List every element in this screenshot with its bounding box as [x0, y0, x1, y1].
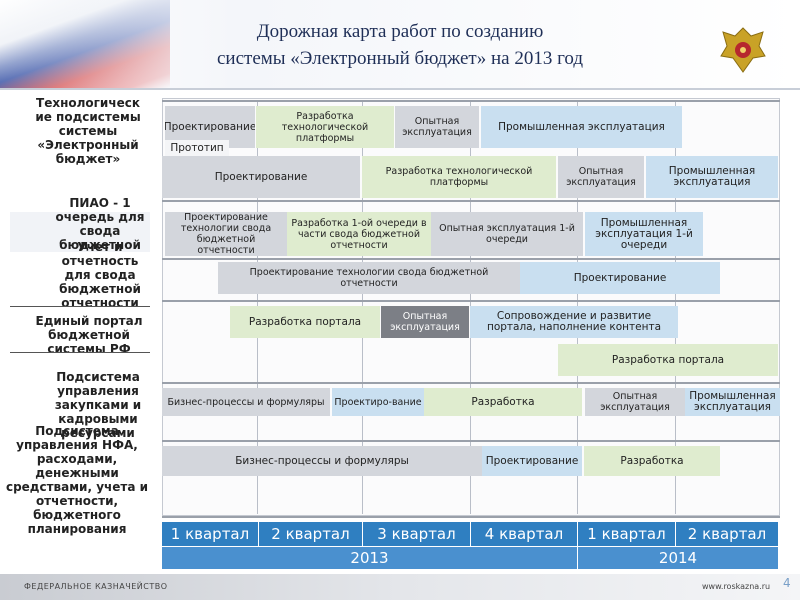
- bar-design: Проектирование: [162, 156, 360, 198]
- quarter-label: 2 квартал: [676, 522, 778, 546]
- label-piao: ПИАО - 1 очередь для свода бюджетной: [55, 196, 145, 252]
- bar-platform-dev: Разработка технологической платформы: [362, 156, 556, 198]
- label-divider: [10, 306, 150, 307]
- quarter-label: 4 квартал: [471, 522, 577, 546]
- label-procurement: Подсистема управления закупками и кадров…: [54, 370, 142, 440]
- bar-development: Разработка: [424, 388, 582, 416]
- bar-portal-dev: Разработка портала: [558, 344, 778, 376]
- footer-url[interactable]: www.roskazna.ru: [702, 582, 771, 591]
- bar-design: Проектирование: [520, 262, 720, 294]
- bar-pilot: Опытная эксплуатация: [395, 106, 479, 148]
- title-line-1: Дорожная карта работ по созданию: [256, 21, 544, 42]
- bar-portal-dev: Разработка портала: [230, 306, 380, 338]
- year-label: 2014: [578, 547, 778, 569]
- page-title: Дорожная карта работ по созданию системы…: [160, 18, 640, 72]
- label-tech-subsystems: Технологическ ие подсистемы системы «Эле…: [35, 96, 141, 166]
- bar-portal-pilot: Опытная эксплуатация: [381, 306, 469, 338]
- bar-development: Разработка: [584, 446, 720, 476]
- bar-pilot: Опытная эксплуатация: [558, 156, 644, 198]
- year-label: 2013: [162, 547, 577, 569]
- bar-portal-support: Сопровождение и развитие портала, наполн…: [470, 306, 678, 338]
- quarter-label: 1 квартал: [578, 522, 675, 546]
- bar-production: Промышленная эксплуатация: [685, 388, 780, 416]
- row-divider: [162, 100, 780, 102]
- label-portal: Единый портал бюджетной системы РФ: [35, 314, 143, 356]
- quarter-label: 1 квартал: [162, 522, 258, 546]
- row-divider: [162, 300, 780, 302]
- row-divider: [162, 382, 780, 384]
- bar-phase1-pilot: Опытная эксплуатация 1-й очереди: [431, 212, 583, 256]
- row-divider: [162, 258, 780, 260]
- bar-report-design: Проектирование технологии свода бюджетно…: [218, 262, 520, 294]
- bar-production: Промышленная эксплуатация: [646, 156, 778, 198]
- label-nfa: Подсистема управления НФА, расходами, де…: [5, 424, 149, 536]
- header-separator: [0, 88, 800, 90]
- bar-design: Проектирование: [482, 446, 582, 476]
- label-row-bg: [10, 212, 150, 252]
- header-band: [0, 0, 800, 88]
- row-divider: [162, 440, 780, 442]
- bar-design: Проектиро-вание: [332, 388, 424, 416]
- bar-business-processes: Бизнес-процессы и формуляры: [162, 446, 482, 476]
- quarter-label: 2 квартал: [259, 522, 362, 546]
- page-number: 4: [783, 576, 791, 590]
- bar-report-design: Проектирование технологии свода бюджетно…: [165, 212, 287, 256]
- quarter-label: 3 квартал: [363, 522, 470, 546]
- bar-platform-dev: Разработка технологической платформы: [256, 106, 394, 148]
- label-divider: [10, 352, 150, 353]
- bar-phase1-production: Промышленная эксплуатация 1-й очереди: [585, 212, 703, 256]
- bar-business-processes: Бизнес-процессы и формуляры: [162, 388, 330, 416]
- footer-bar: [0, 574, 800, 600]
- treasury-emblem-icon: [720, 27, 766, 73]
- bar-pilot: Опытная эксплуатация: [585, 388, 685, 416]
- row-divider: [162, 200, 780, 202]
- label-accounting: Учет и отчетность для свода бюджетной от…: [59, 240, 141, 310]
- row-divider: [162, 516, 780, 518]
- footer-organization: ФЕДЕРАЛЬНОЕ КАЗНАЧЕЙСТВО: [24, 582, 168, 591]
- title-line-2: системы «Электронный бюджет» на 2013 год: [216, 48, 584, 69]
- bar-phase1-dev: Разработка 1-ой очереди в части свода бю…: [287, 212, 431, 256]
- bar-production: Промышленная эксплуатация: [481, 106, 682, 148]
